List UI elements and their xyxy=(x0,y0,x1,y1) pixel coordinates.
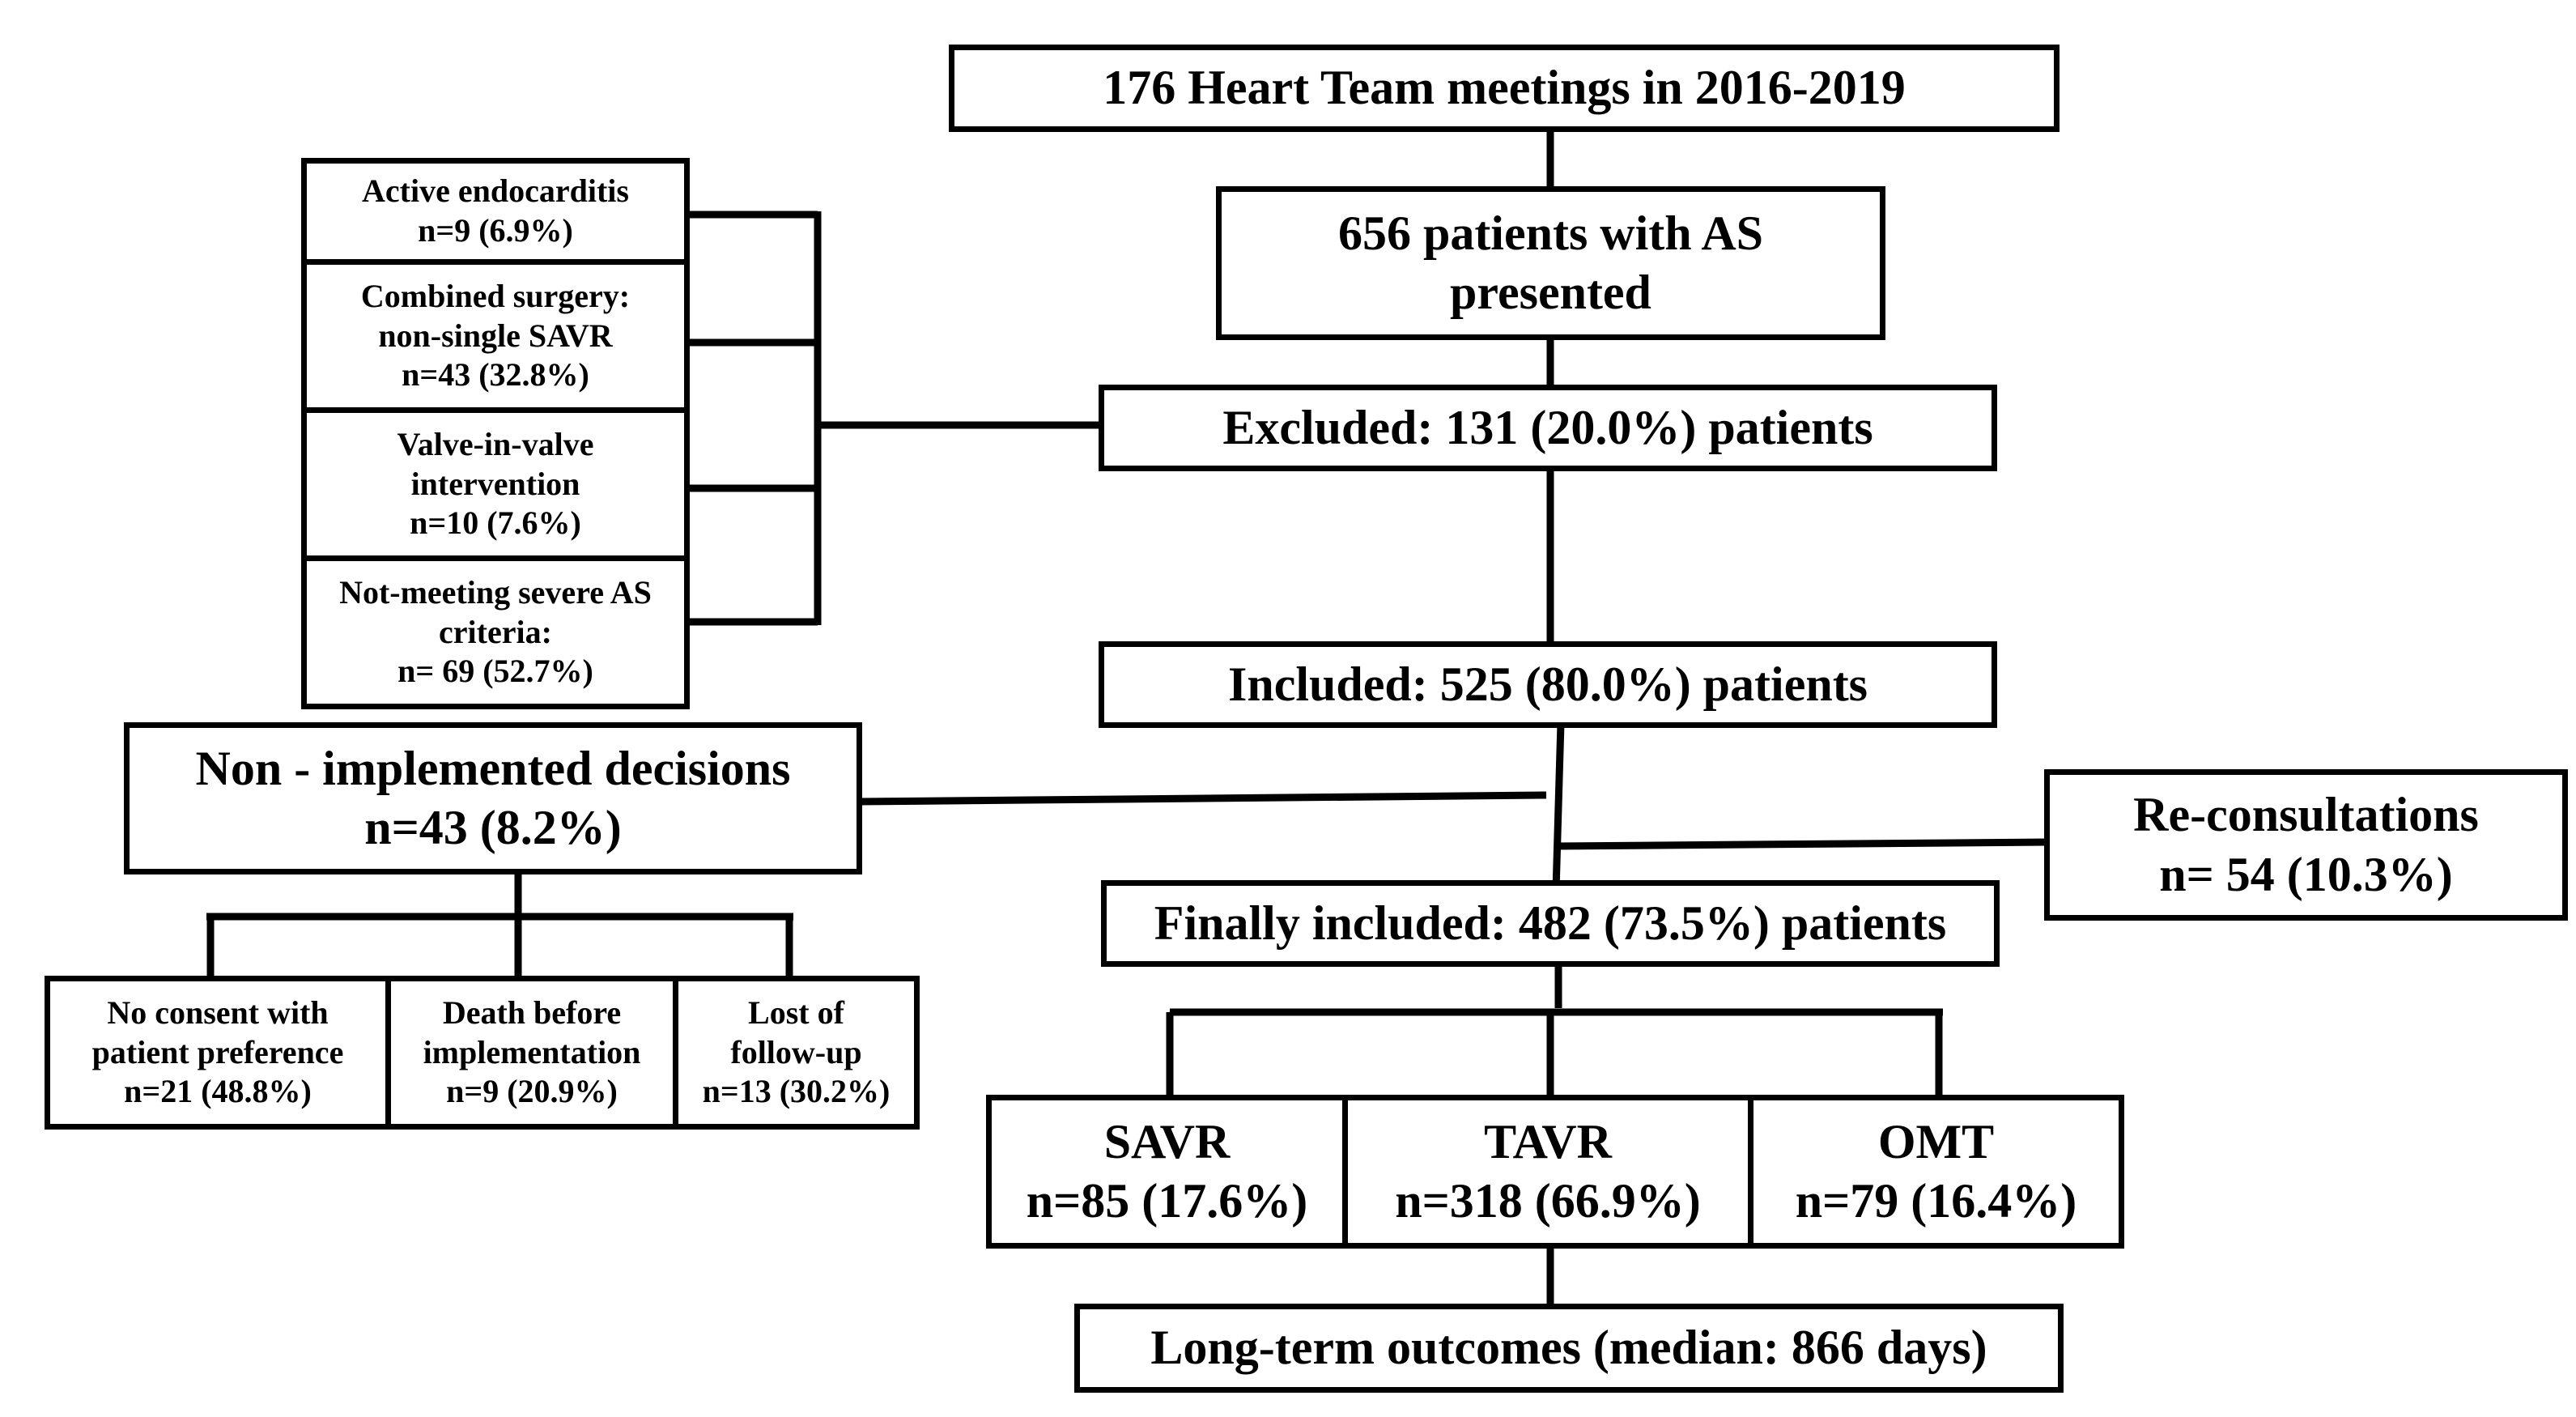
endocarditis-line-1: Active endocarditis xyxy=(362,172,629,210)
savr-line-2: n=85 (17.6%) xyxy=(1026,1174,1308,1228)
no-consent-line-3: n=21 (48.8%) xyxy=(124,1073,312,1110)
reconsultations-box: Re-consultations n= 54 (10.3%) xyxy=(2044,769,2568,921)
no-consent-line-2: patient preference xyxy=(91,1033,344,1070)
outcomes-box: Long-term outcomes (median: 866 days) xyxy=(1074,1304,2064,1393)
exclusion-reason-endocarditis: Active endocarditis n=9 (6.9%) xyxy=(301,158,690,265)
exclusion-reason-combined-surgery: Combined surgery: non-single SAVR n=43 (… xyxy=(301,259,690,413)
lost-line-3: n=13 (30.2%) xyxy=(702,1073,891,1110)
connector-reconsultations xyxy=(1555,838,2049,850)
treatment-savr: SAVR n=85 (17.6%) xyxy=(986,1095,1348,1249)
excluded-text: Excluded: 131 (20.0%) patients xyxy=(1222,400,1873,454)
valve-line-1: Valve-in-valve xyxy=(397,425,594,462)
reason-lost-follow-up: Lost of follow-up n=13 (30.2%) xyxy=(673,976,920,1130)
lost-line-1: Lost of xyxy=(748,994,844,1031)
outcomes-text: Long-term outcomes (median: 866 days) xyxy=(1150,1321,1987,1375)
meetings-text: 176 Heart Team meetings in 2016-2019 xyxy=(1103,61,1906,115)
notmeeting-line-3: n= 69 (52.7%) xyxy=(397,653,593,690)
omt-line-1: OMT xyxy=(1877,1114,1995,1168)
non-implemented-box: Non - implemented decisions n=43 (8.2%) xyxy=(124,722,862,874)
savr-line-1: SAVR xyxy=(1103,1114,1231,1168)
presented-line-1: 656 patients with AS xyxy=(1337,206,1764,260)
reason-death: Death before implementation n=9 (20.9%) xyxy=(385,976,678,1130)
finally-included-box: Finally included: 482 (73.5%) patients xyxy=(1101,880,2000,967)
reason-no-consent: No consent with patient preference n=21 … xyxy=(45,976,391,1130)
death-line-3: n=9 (20.9%) xyxy=(446,1073,618,1110)
included-box: Included: 525 (80.0%) patients xyxy=(1099,641,1997,728)
connector-included-final xyxy=(1552,722,1565,891)
reconsultations-line-2: n= 54 (10.3%) xyxy=(2159,847,2453,901)
connector-nonimplemented xyxy=(857,791,1547,806)
included-text: Included: 525 (80.0%) patients xyxy=(1227,657,1868,711)
combined-line-3: n=43 (32.8%) xyxy=(402,356,589,394)
finally-included-text: Finally included: 482 (73.5%) patients xyxy=(1154,896,1947,950)
exclusion-reason-not-meeting-criteria: Not-meeting severe AS criteria: n= 69 (5… xyxy=(301,555,690,709)
death-line-2: implementation xyxy=(423,1033,641,1070)
no-consent-line-1: No consent with xyxy=(107,994,329,1031)
notmeeting-line-1: Not-meeting severe AS xyxy=(339,573,652,611)
valve-line-2: intervention xyxy=(410,465,580,502)
non-implemented-line-1: Non - implemented decisions xyxy=(195,741,791,795)
presented-line-2: presented xyxy=(1450,266,1651,319)
combined-line-1: Combined surgery: xyxy=(360,277,631,314)
valve-line-3: n=10 (7.6%) xyxy=(410,504,581,542)
lost-line-2: follow-up xyxy=(730,1033,862,1070)
death-line-1: Death before xyxy=(442,994,622,1031)
reconsultations-line-1: Re-consultations xyxy=(2133,788,2479,842)
exclusion-reason-valve-in-valve: Valve-in-valve intervention n=10 (7.6%) xyxy=(301,407,690,561)
treatment-omt: OMT n=79 (16.4%) xyxy=(1748,1095,2124,1249)
excluded-box: Excluded: 131 (20.0%) patients xyxy=(1099,385,1997,471)
presented-box: 656 patients with AS presented xyxy=(1216,186,1885,340)
notmeeting-line-2: criteria: xyxy=(439,613,552,650)
meetings-box: 176 Heart Team meetings in 2016-2019 xyxy=(949,45,2060,132)
omt-line-2: n=79 (16.4%) xyxy=(1795,1174,2077,1228)
endocarditis-line-2: n=9 (6.9%) xyxy=(418,212,573,249)
combined-line-2: non-single SAVR xyxy=(378,317,613,354)
tavr-line-2: n=318 (66.9%) xyxy=(1395,1174,1701,1228)
treatment-tavr: TAVR n=318 (66.9%) xyxy=(1342,1095,1753,1249)
tavr-line-1: TAVR xyxy=(1484,1114,1612,1168)
non-implemented-line-2: n=43 (8.2%) xyxy=(364,801,622,854)
